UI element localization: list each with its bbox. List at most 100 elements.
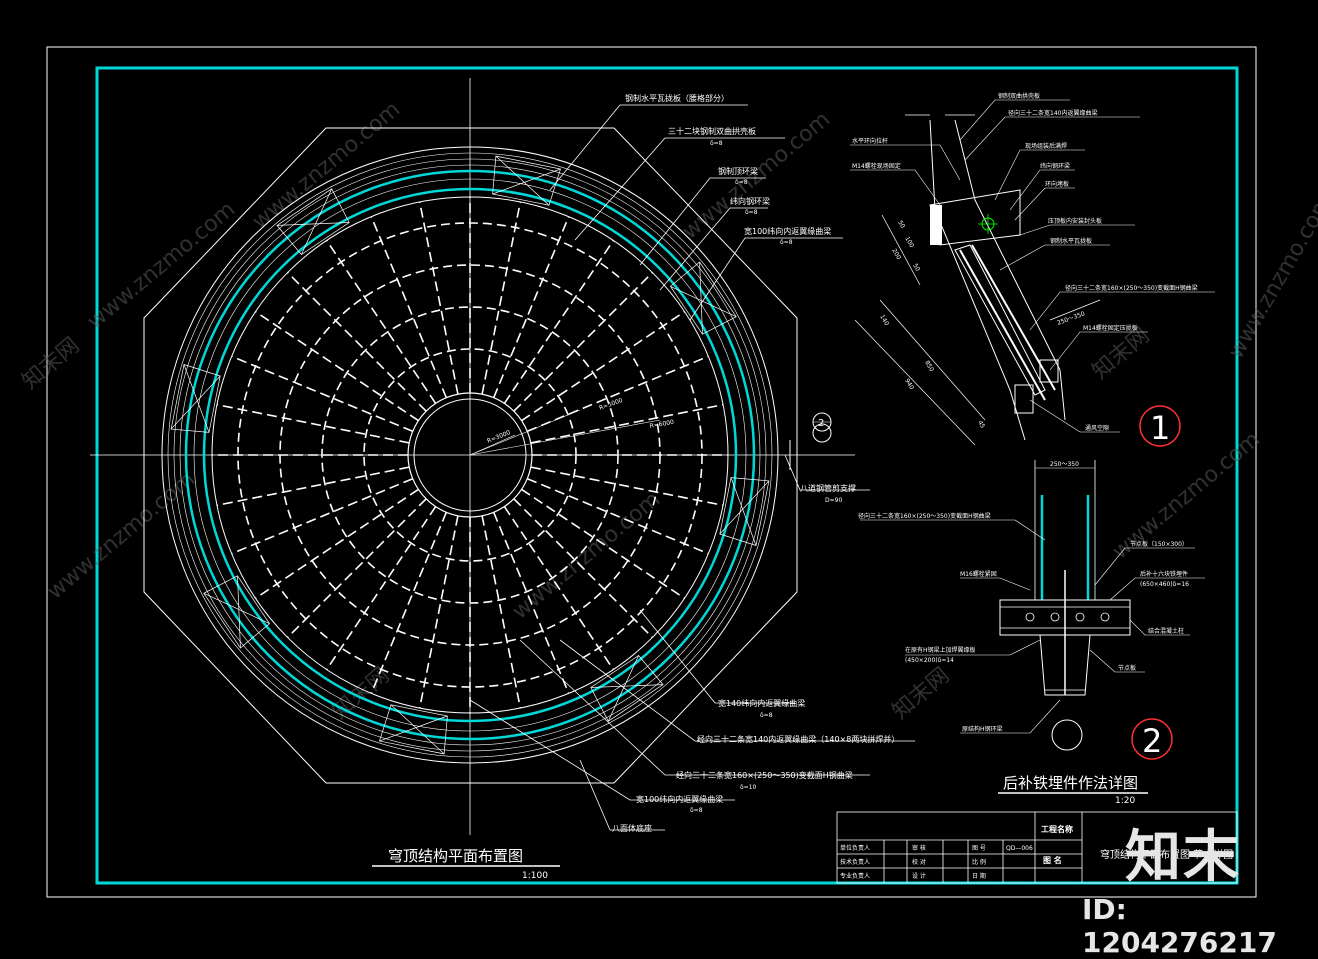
svg-text:水平环向拉杆: 水平环向拉杆 <box>852 137 888 145</box>
svg-text:单位负责人: 单位负责人 <box>840 844 870 852</box>
radial-beam <box>513 272 653 412</box>
drawing-name: 穹顶结构平面布置图 节点详图 <box>1100 848 1233 861</box>
svg-text:250～350: 250～350 <box>1056 310 1086 327</box>
watermark-site: www.znzmo.com <box>43 467 200 605</box>
radial-beam <box>255 311 419 422</box>
svg-text:QD—006: QD—006 <box>1006 845 1033 852</box>
detail-2-scale: 1:20 <box>1115 796 1135 806</box>
svg-text:2: 2 <box>1142 722 1162 760</box>
svg-text:压顶板内安装封头板: 压顶板内安装封头板 <box>1048 217 1102 225</box>
radial-beam <box>287 272 427 412</box>
plan-label: 宽140纬向内返翼缘曲梁 <box>718 698 805 708</box>
radial-beam <box>370 216 448 399</box>
plan-label: 纬向钢环梁 <box>730 196 770 206</box>
brace-patch <box>379 704 448 755</box>
radial-beam <box>326 506 437 670</box>
radial-beam <box>503 506 614 670</box>
svg-text:140: 140 <box>878 314 890 328</box>
radial-beam <box>231 355 414 433</box>
detail-1-labels: 钢制双曲拱壳板 径向三十二条宽140内返翼缘曲梁 水平环向拉杆 M14螺栓现场固… <box>852 92 1198 432</box>
radial-beam <box>326 240 437 404</box>
svg-text:环向堵板: 环向堵板 <box>1045 180 1069 188</box>
brace-patch <box>719 477 770 546</box>
svg-text:钢制双曲拱壳板: 钢制双曲拱壳板 <box>998 92 1040 100</box>
svg-text:设 计: 设 计 <box>912 872 926 880</box>
project-label: 工程名称 <box>1041 824 1073 834</box>
svg-text:在原有H钢梁上加焊翼缘板: 在原有H钢梁上加焊翼缘板 <box>905 646 976 654</box>
watermark-brand: 知末网 <box>888 663 955 725</box>
radial-beam <box>521 488 685 599</box>
detail-2-marker: 2 <box>1131 718 1173 760</box>
svg-text:50: 50 <box>896 220 906 230</box>
svg-text:径向三十二条宽160×(250～350)变截面H钢曲梁: 径向三十二条宽160×(250～350)变截面H钢曲梁 <box>1065 284 1198 292</box>
plan-title: 穹顶结构平面布置图 <box>388 847 523 865</box>
radius-label: R=6000 <box>649 419 674 430</box>
svg-text:(650×460)δ=16: (650×460)δ=16 <box>1140 581 1189 588</box>
svg-text:1: 1 <box>1150 409 1170 447</box>
svg-text:通风空隙: 通风空隙 <box>1085 424 1109 432</box>
radial-beam <box>530 403 724 444</box>
radial-beam <box>216 466 410 507</box>
plan-label: 宽100纬向内返翼缘曲梁 <box>744 226 831 236</box>
svg-text:M14螺栓固定压拢板: M14螺栓固定压拢板 <box>1083 324 1138 332</box>
svg-text:后补十六块铁埋件: 后补十六块铁埋件 <box>1140 570 1188 578</box>
svg-text:(450×200)δ=14: (450×200)δ=14 <box>905 657 954 664</box>
octagon-base <box>143 127 798 784</box>
plan-label-sub: δ=8 <box>760 712 773 719</box>
section-mark: 2 <box>818 418 824 429</box>
svg-text:节点板（150×300）: 节点板（150×300） <box>1130 540 1188 548</box>
svg-text:200: 200 <box>890 248 902 262</box>
svg-text:日 期: 日 期 <box>972 872 986 880</box>
detail-1-marker: 1 <box>1139 405 1181 447</box>
svg-text:技术负责人: 技术负责人 <box>840 858 870 866</box>
detail-2-labels: 250～350 径向三十二条宽160×(250～350)变截面H钢曲梁 M16螺… <box>858 461 1189 806</box>
svg-text:100: 100 <box>903 236 915 250</box>
svg-text:钢制水平瓦拢板: 钢制水平瓦拢板 <box>1050 237 1092 245</box>
plan-label-sub: δ=8 <box>710 140 723 147</box>
plan-label: 经向三十二条宽140内返翼缘曲梁（140×8两块拼焊并） <box>697 734 899 744</box>
plan-scale: 1:100 <box>522 871 548 881</box>
drawing-label: 图 名 <box>1043 855 1062 865</box>
radial-beam <box>287 498 427 638</box>
svg-text:校 对: 校 对 <box>912 858 926 866</box>
radial-beam <box>255 488 419 599</box>
plan-label: 宽100纬向内返翼缘曲梁 <box>636 794 723 804</box>
detail-1 <box>850 99 1215 446</box>
svg-text:M16螺栓紧固: M16螺栓紧固 <box>960 570 997 578</box>
watermark-brand: 知末网 <box>328 663 395 725</box>
brand-logo: 知末 <box>1125 825 1241 890</box>
svg-text:850: 850 <box>923 360 935 374</box>
brace-patch <box>276 188 350 255</box>
plan-label-sub: δ=8 <box>735 179 748 186</box>
watermark-brand: 知末网 <box>18 333 85 395</box>
title-block-text: 工程名称 图 名 穹顶结构平面布置图 节点详图 单位负责人 审 核 图 号 QD… <box>840 824 1233 880</box>
radial-beam <box>526 355 709 433</box>
detail-2-title: 后补铁埋件作法详图 <box>1003 774 1138 792</box>
watermark-site: www.znzmo.com <box>248 97 405 235</box>
inner-frame <box>95 66 1239 885</box>
radial-beams <box>212 197 728 713</box>
svg-text:结合混凝土柱: 结合混凝土柱 <box>1148 627 1184 635</box>
radial-beam <box>231 477 414 555</box>
brace-patch <box>492 155 561 206</box>
outer-frame <box>46 46 1257 898</box>
plan-label: 八面体底座 <box>612 823 652 833</box>
svg-text:45: 45 <box>976 420 986 430</box>
svg-text:专业负责人: 专业负责人 <box>840 872 870 880</box>
radial-beam <box>418 515 459 709</box>
svg-text:纬向钢环梁: 纬向钢环梁 <box>1040 162 1070 170</box>
radial-beam <box>492 216 570 399</box>
svg-text:审 核: 审 核 <box>912 844 926 852</box>
dome-plan: R=5000 R=6000 R=3000 2 钢制水平瓦拢板（腰格部分） 三十二… <box>90 78 915 881</box>
radial-beam <box>492 511 570 694</box>
svg-text:940: 940 <box>903 378 915 392</box>
radial-beam <box>216 403 410 444</box>
plan-label: 钢制顶环梁 <box>718 166 758 176</box>
svg-text:50: 50 <box>911 263 921 273</box>
svg-text:径向三十二条宽140内返翼缘曲梁: 径向三十二条宽140内返翼缘曲梁 <box>1008 109 1097 117</box>
brace-patch <box>203 575 270 649</box>
svg-text:径向三十二条宽160×(250～350)变截面H钢曲梁: 径向三十二条宽160×(250～350)变截面H钢曲梁 <box>858 512 991 520</box>
plan-label: 钢制水平瓦拢板（腰格部分） <box>625 93 729 103</box>
image-id-label: ID: 1204276217 <box>1082 893 1277 959</box>
